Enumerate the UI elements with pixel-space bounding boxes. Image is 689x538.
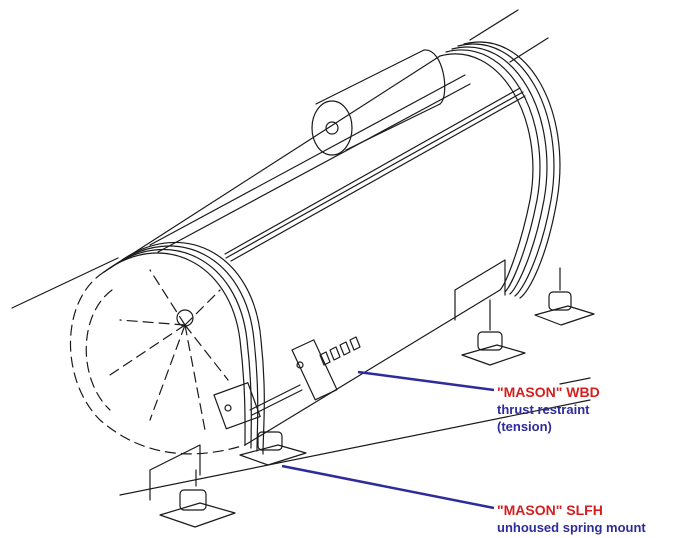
callout-wbd-line-1: thrust restraint [497,402,590,417]
pipe-line [11,9,591,496]
spring-mount-4 [534,267,595,326]
spring-mount-3 [461,299,526,366]
leader-line-slfh [281,464,495,510]
top-motor [311,49,446,156]
thrust-restraint [213,336,361,430]
end-hub [176,309,194,327]
spring-mount-1 [159,469,236,528]
tank-body [103,41,561,455]
callout-slfh-title: "MASON" SLFH [497,502,603,518]
callout-wbd-title: "MASON" WBD [497,384,600,400]
callout-slfh: "MASON" SLFH unhoused spring mount [497,502,646,536]
dashed-end-bell [69,269,246,455]
leader-line-wbd [357,370,495,392]
callout-wbd: "MASON" WBD thrust restraint (tension) [497,384,600,435]
support-saddles [149,259,506,501]
top-rails [149,74,526,262]
callout-wbd-line-2: (tension) [497,419,552,434]
callout-slfh-line-1: unhoused spring mount [497,520,646,535]
spring-mount-2 [239,431,307,466]
